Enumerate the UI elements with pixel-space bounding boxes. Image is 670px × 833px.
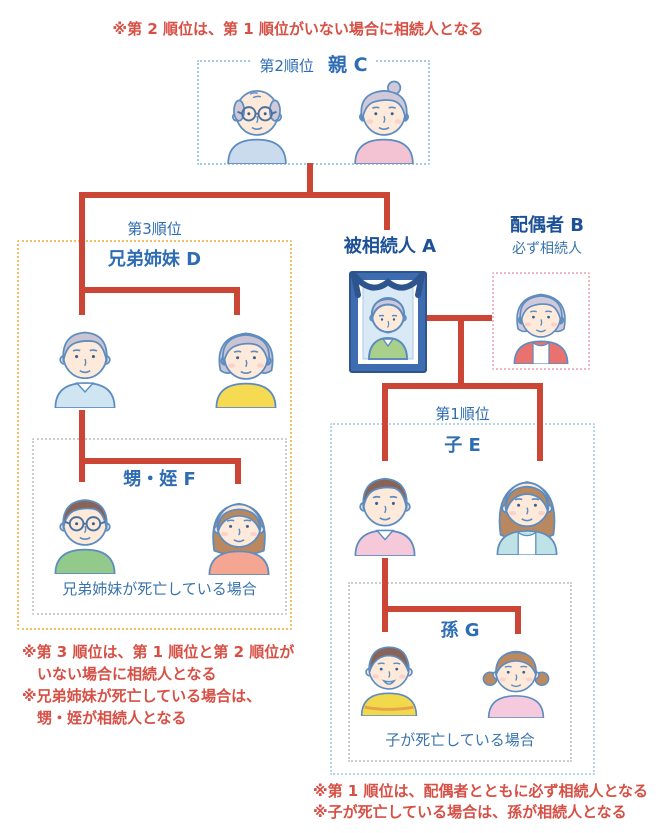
note-rank2: ※第 2 順位は、第 1 順位がいない場合に相続人となる <box>112 20 484 38</box>
note-rank1: ※第 1 順位は、配偶者とともに必ず相続人となる ※子が死亡している場合は、孫が… <box>313 781 648 823</box>
niece-avatar <box>199 490 279 575</box>
connector-sibling-sister-drop <box>234 287 240 315</box>
connector-grandchildren-stem <box>382 558 388 632</box>
deceased-portrait <box>347 262 429 375</box>
parents-rank-label: 第2順位 <box>259 57 314 75</box>
sibling-brother-avatar <box>45 318 125 408</box>
sibling-sister-avatar <box>206 320 286 408</box>
siblings-group-box <box>17 240 292 630</box>
children-rank-label: 第1順位 <box>435 405 490 423</box>
connector-nephew-stem <box>79 410 85 482</box>
connector-deceased-drop <box>384 192 390 230</box>
note-rank3: ※第 3 順位は、第 1 順位と第 2 順位が いない場合に相続人となる ※兄弟… <box>22 641 294 729</box>
siblings-label: 兄弟姉妹 D <box>107 249 202 270</box>
children-group-box <box>330 423 595 775</box>
connector-grandchildren-branch <box>382 606 521 612</box>
deceased-label: 被相続人 A <box>343 236 437 257</box>
grandchildren-label: 孫 G <box>440 620 480 641</box>
parents-label: 親 C <box>328 54 368 76</box>
note-rank3-line2: いない場合に相続人となる <box>37 665 217 683</box>
daughter-avatar <box>487 468 567 555</box>
nephew-niece-group-box <box>32 438 287 615</box>
granddaughter-avatar <box>479 638 553 718</box>
connector-nephew-branch <box>79 458 241 464</box>
son-avatar <box>345 464 425 556</box>
siblings-rank-label: 第3順位 <box>127 220 182 238</box>
nephew-niece-caption: 兄弟姉妹が死亡している場合 <box>62 580 257 598</box>
connector-parents-horizontal <box>79 192 390 198</box>
spouse-avatar <box>505 282 577 364</box>
grandchildren-group-box <box>348 582 572 762</box>
parents-group-label: 第2順位 親 C <box>197 50 430 77</box>
nephew-niece-label: 甥・姪 F <box>123 469 196 490</box>
note-rank3-line3: ※兄弟姉妹が死亡している場合は、 <box>22 687 262 705</box>
parent-father-avatar <box>218 76 296 164</box>
connector-daughter-drop <box>537 383 543 461</box>
grandchildren-caption: 子が死亡している場合 <box>385 731 535 749</box>
note-rank3-line4: 甥・姪が相続人となる <box>37 709 187 727</box>
grandson-avatar <box>352 634 426 716</box>
children-label: 子 E <box>444 435 481 456</box>
parent-mother-avatar <box>345 76 423 164</box>
connector-parents-stem <box>307 163 313 195</box>
connector-children-branch <box>382 383 543 389</box>
connector-siblings-branch <box>79 287 240 293</box>
connector-son-drop <box>382 383 388 461</box>
connector-niece-drop <box>235 458 241 484</box>
connector-siblings-drop <box>79 192 85 315</box>
spouse-label: 配偶者 B <box>510 215 584 236</box>
note-rank1-line2: ※子が死亡している場合は、孫が相続人となる <box>313 803 627 821</box>
spouse-group-box <box>492 272 590 370</box>
connector-granddaughter-drop <box>515 606 521 634</box>
note-rank3-line1: ※第 3 順位は、第 1 順位と第 2 順位が <box>22 643 295 661</box>
nephew-avatar <box>45 486 125 574</box>
spouse-sublabel: 必ず相続人 <box>512 241 582 257</box>
connector-children-stem <box>458 315 464 389</box>
note-rank1-line1: ※第 1 順位は、配偶者とともに必ず相続人となる <box>313 782 649 800</box>
